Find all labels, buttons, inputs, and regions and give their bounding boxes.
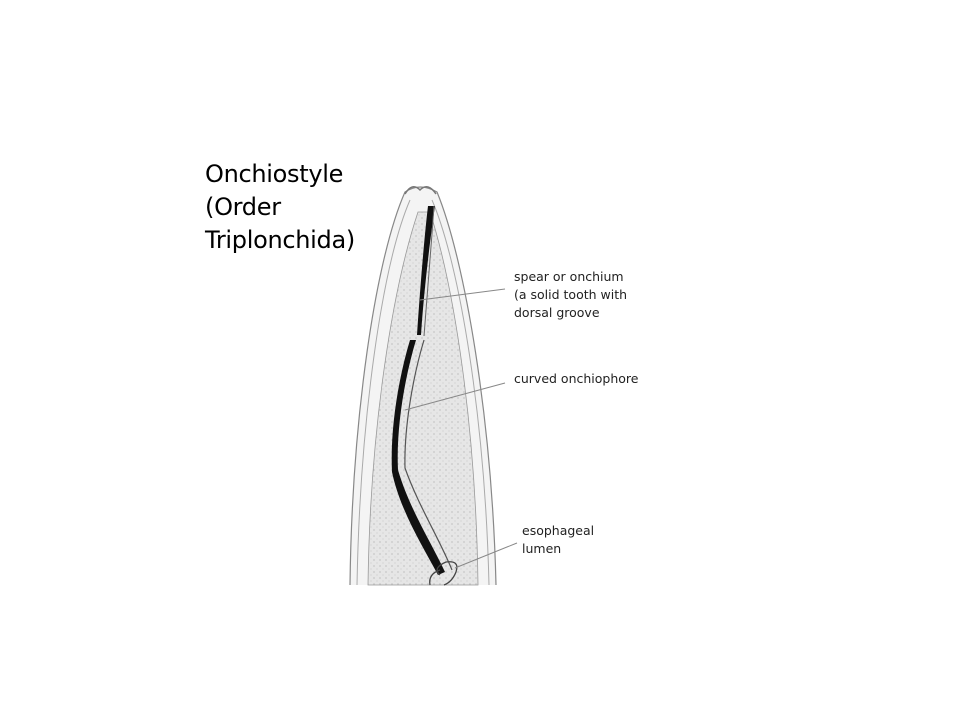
label-onchiophore: curved onchiophore (514, 370, 638, 388)
label-line: esophageal (522, 523, 595, 538)
esophageal-lumen (429, 561, 458, 586)
label-line: curved onchiophore (514, 371, 639, 386)
slide-title: Onchiostyle (Order Triplonchida) (205, 158, 355, 257)
spear-groove (423, 205, 435, 337)
leader-line-lumen (454, 542, 518, 569)
cuticle-inner-line (356, 199, 490, 586)
label-line: (a solid tooth with (514, 287, 628, 302)
title-line: Triplonchida) (205, 226, 355, 254)
title-line: (Order (205, 193, 281, 221)
label-esophageal-lumen: esophageal lumen (522, 522, 594, 558)
label-line: dorsal groove (514, 305, 600, 320)
curved-onchiophore (391, 340, 445, 575)
onchiophore-edge (404, 339, 453, 571)
label-line: lumen (522, 541, 562, 556)
label-line: spear or onchium (514, 269, 624, 284)
spear-onchium (417, 206, 435, 335)
title-line: Onchiostyle (205, 160, 344, 188)
leader-line-spear (419, 288, 506, 301)
label-spear: spear or onchium (a solid tooth with dor… (514, 268, 627, 322)
leader-line-onchiophore (404, 382, 506, 411)
lip-region (404, 186, 437, 195)
